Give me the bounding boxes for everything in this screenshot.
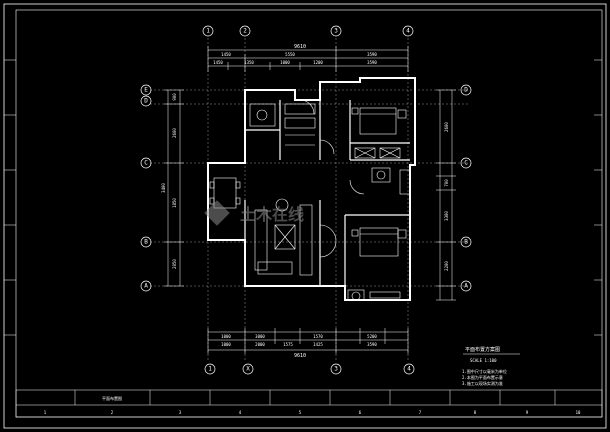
dim-bottom-total: 9610	[294, 353, 306, 359]
tb-number-1: 1	[44, 410, 47, 415]
dim-right-0: 2600	[444, 122, 449, 132]
axis-label-bottom-4: 4	[407, 366, 411, 373]
tb-number-7: 7	[419, 410, 422, 415]
axis-label-left-E: E	[144, 87, 148, 94]
kitchen-bath-fixtures	[249, 103, 411, 195]
dim-left-2: 3400	[161, 183, 166, 193]
living-room-furniture	[254, 198, 313, 276]
interior-walls	[244, 100, 410, 286]
dim-right-1: 700	[444, 179, 449, 187]
tb-number-10: 10	[576, 410, 581, 415]
tb-number-8: 8	[474, 410, 477, 415]
right-margin-ticks	[594, 59, 602, 336]
axis-label-bottom-1: 1	[208, 366, 212, 373]
dim-right-3: 2200	[444, 261, 449, 271]
axis-label-left-B: B	[144, 239, 148, 246]
dim-bottom-r2-0: 1000	[221, 342, 231, 347]
note-2: 2.本图为平面布置示意	[462, 374, 503, 380]
right-dimension-lines	[436, 89, 456, 301]
sheet-inner-frame	[15, 9, 603, 418]
axis-label-bottom-2: X	[246, 366, 250, 373]
axis-label-right-C: C	[464, 160, 468, 167]
note-1: 1.图中尺寸以毫米为单位	[462, 368, 507, 374]
dim-top-r2-1: 1350	[244, 60, 254, 65]
dim-bottom-r2-2: 1575	[283, 342, 293, 347]
note-3: 3.施工以现场实测为准	[462, 380, 503, 386]
title-block	[15, 389, 603, 418]
dim-right-2: 3300	[444, 211, 449, 221]
door-swings	[299, 99, 365, 258]
tb-number-5: 5	[299, 410, 302, 415]
axis-label-right-A: A	[464, 283, 468, 290]
dim-top-total: 9610	[294, 44, 306, 50]
dim-bottom-r2-1: 2000	[255, 342, 265, 347]
axis-label-right-D: D	[464, 87, 468, 94]
dim-bottom-r1-1: 3000	[255, 334, 265, 339]
study-furniture	[347, 289, 401, 301]
bedroom-middle-bed	[351, 227, 407, 257]
left-dimension-lines	[164, 89, 184, 287]
tb-number-4: 4	[239, 410, 242, 415]
bottom-axis-bubbles: 1 X 3 4	[204, 363, 415, 375]
drawing-title: 平面布置方案图	[465, 346, 500, 353]
exterior-walls	[207, 77, 416, 301]
dim-bottom-r2-3: 1425	[313, 342, 323, 347]
bottom-dimension-lines	[207, 328, 409, 354]
dim-top-r2-3: 1200	[313, 60, 323, 65]
title-block-main: 平面布置图	[102, 395, 122, 401]
dim-top-r1-1: 5550	[285, 52, 295, 57]
tb-number-3: 3	[179, 410, 182, 415]
dim-left-4: 2050	[172, 259, 177, 269]
axis-label-left-C: C	[144, 160, 148, 167]
dining-table	[209, 177, 241, 209]
dim-top-r2-4: 3590	[367, 60, 377, 65]
dim-bottom-r1-0: 1000	[221, 334, 231, 339]
dim-bottom-r1-2: 1570	[313, 334, 323, 339]
title-block-numbers: 1 2 3 4 5 6 7 8 9 10	[44, 410, 581, 415]
dim-left-3: 1850	[172, 198, 177, 208]
watermark-text: 土木在线	[240, 205, 304, 224]
tb-number-6: 6	[359, 410, 362, 415]
dim-top-r2-2: 1000	[280, 60, 290, 65]
axis-label-bottom-3: 3	[334, 366, 338, 373]
dim-top-r1-2: 3590	[367, 52, 377, 57]
dim-left-0: 900	[172, 93, 177, 101]
left-axis-bubbles: E D C B A	[140, 84, 152, 292]
top-axis-bubbles: 1 2 3 4	[202, 25, 414, 37]
bedroom-top-bed	[351, 107, 407, 135]
dim-bottom-r1-3: 5200	[367, 334, 377, 339]
sheet-frame	[3, 3, 607, 429]
dim-top-r1-0: 1450	[221, 52, 231, 57]
left-margin-ticks	[4, 59, 16, 336]
drawing-subtitle: SCALE 1:100	[470, 358, 497, 363]
axis-label-top-1: 1	[206, 28, 210, 35]
axis-label-left-D: D	[144, 98, 148, 105]
axis-label-right-B: B	[464, 239, 468, 246]
dim-left-1: 2600	[172, 128, 177, 138]
axis-label-top-4: 4	[406, 28, 410, 35]
axis-label-left-A: A	[144, 283, 148, 290]
watermark: 土木在线	[204, 200, 304, 226]
axis-label-top-2: 2	[243, 28, 247, 35]
right-axis-bubbles: D C B A	[460, 84, 472, 292]
dim-top-r2-0: 1450	[213, 60, 223, 65]
dim-bottom-r2-4: 3590	[367, 342, 377, 347]
axis-label-top-3: 3	[334, 28, 338, 35]
axis-lines	[150, 38, 470, 362]
top-dimension-lines	[207, 46, 409, 72]
tb-number-2: 2	[111, 410, 114, 415]
tb-number-9: 9	[526, 410, 529, 415]
